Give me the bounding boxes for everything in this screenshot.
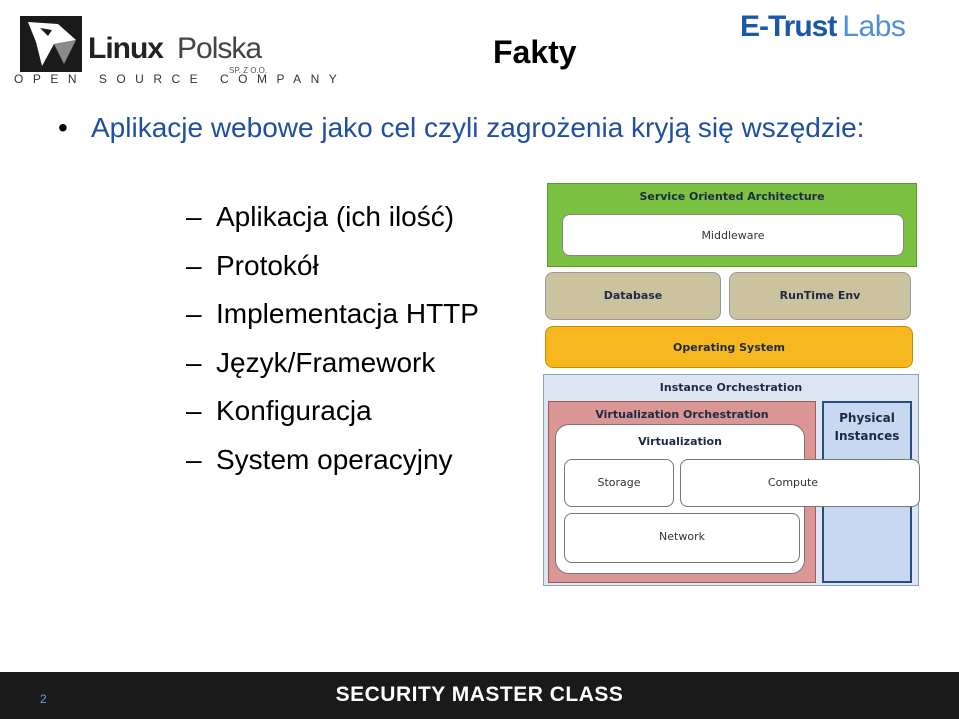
bullet-marker: • (58, 112, 68, 143)
database-box: Database (545, 272, 721, 320)
storage-box: Storage (564, 459, 674, 507)
list-item-text: Protokół (216, 249, 319, 281)
list-item-text: System operacyjny (216, 443, 453, 475)
architecture-diagram: Service Oriented Architecture Middleware… (543, 183, 921, 587)
list-item-text: Konfiguracja (216, 395, 372, 426)
list-item: – Konfiguracja (186, 394, 526, 443)
dash-marker: – (186, 346, 202, 378)
main-bullet: • Aplikacje webowe jako cel czyli zagroż… (58, 110, 878, 146)
list-item-text: Implementacja HTTP (216, 298, 479, 329)
physical-label-1: Physical (839, 411, 895, 425)
dash-marker: – (186, 395, 202, 426)
network-box: Network (564, 513, 800, 563)
footer-bar: 2 SECURITY MASTER CLASS (0, 672, 959, 719)
list-item: – System operacyjny (186, 443, 526, 492)
compute-box: Compute (680, 459, 920, 507)
footer-title: SECURITY MASTER CLASS (335, 683, 624, 706)
instance-orchestration-layer: Instance Orchestration Virtualization Or… (543, 374, 920, 586)
penguin-bird-icon (20, 16, 82, 72)
list-item-text: Język/Framework (216, 346, 436, 378)
list-item: – Protokół (186, 249, 526, 298)
middleware-label: Middleware (701, 229, 765, 242)
dash-marker: – (186, 443, 202, 475)
runtime-box: RunTime Env (729, 272, 911, 320)
instance-orch-label: Instance Orchestration (659, 381, 803, 394)
virtualization-label: Virtualization (638, 435, 722, 448)
physical-label-2: Instances (834, 429, 900, 443)
network-label: Network (659, 530, 705, 543)
storage-label: Storage (597, 476, 641, 489)
linuxpolska-logo: Linux Polska SP. Z O.O. OPEN SOURCE COMP… (14, 12, 337, 92)
dash-marker: – (186, 298, 202, 329)
logo-polska-text: Polska (177, 32, 262, 65)
list-item: – Implementacja HTTP (186, 297, 526, 346)
logo-etrust-text: E-Trust (740, 10, 837, 43)
middleware-box: Middleware (562, 214, 904, 256)
virt-orch-label: Virtualization Orchestration (595, 408, 769, 421)
os-label: Operating System (673, 341, 785, 354)
database-label: Database (603, 289, 663, 302)
list-item: – Aplikacja (ich ilość) (186, 200, 526, 249)
runtime-label: RunTime Env (779, 289, 861, 302)
page-number: 2 (40, 692, 47, 706)
virtualization-layer: Virtualization Storage Compute Network (555, 424, 920, 574)
list-item-text: Aplikacja (ich ilość) (216, 201, 455, 232)
list-item: – Język/Framework (186, 346, 526, 395)
logo-sp-text: SP. Z O.O. (229, 66, 268, 75)
dash-marker: – (186, 249, 202, 281)
soa-label: Service Oriented Architecture (639, 190, 825, 203)
operating-system-box: Operating System (545, 326, 913, 368)
dash-marker: – (186, 201, 202, 232)
logo-tagline: OPEN SOURCE COMPANY (14, 72, 347, 86)
main-bullet-text: Aplikacje webowe jako cel czyli zagrożen… (91, 112, 865, 143)
logo-linux-text: Linux (88, 32, 164, 65)
sub-list: – Aplikacja (ich ilość) – Protokół – Imp… (186, 200, 526, 491)
logo-labs-text: Labs (842, 10, 906, 43)
virtualization-orchestration-layer: Virtualization Orchestration Virtualizat… (548, 401, 920, 583)
slide-title: Fakty (493, 34, 577, 70)
compute-label: Compute (767, 476, 819, 489)
soa-layer: Service Oriented Architecture Middleware (547, 183, 917, 267)
